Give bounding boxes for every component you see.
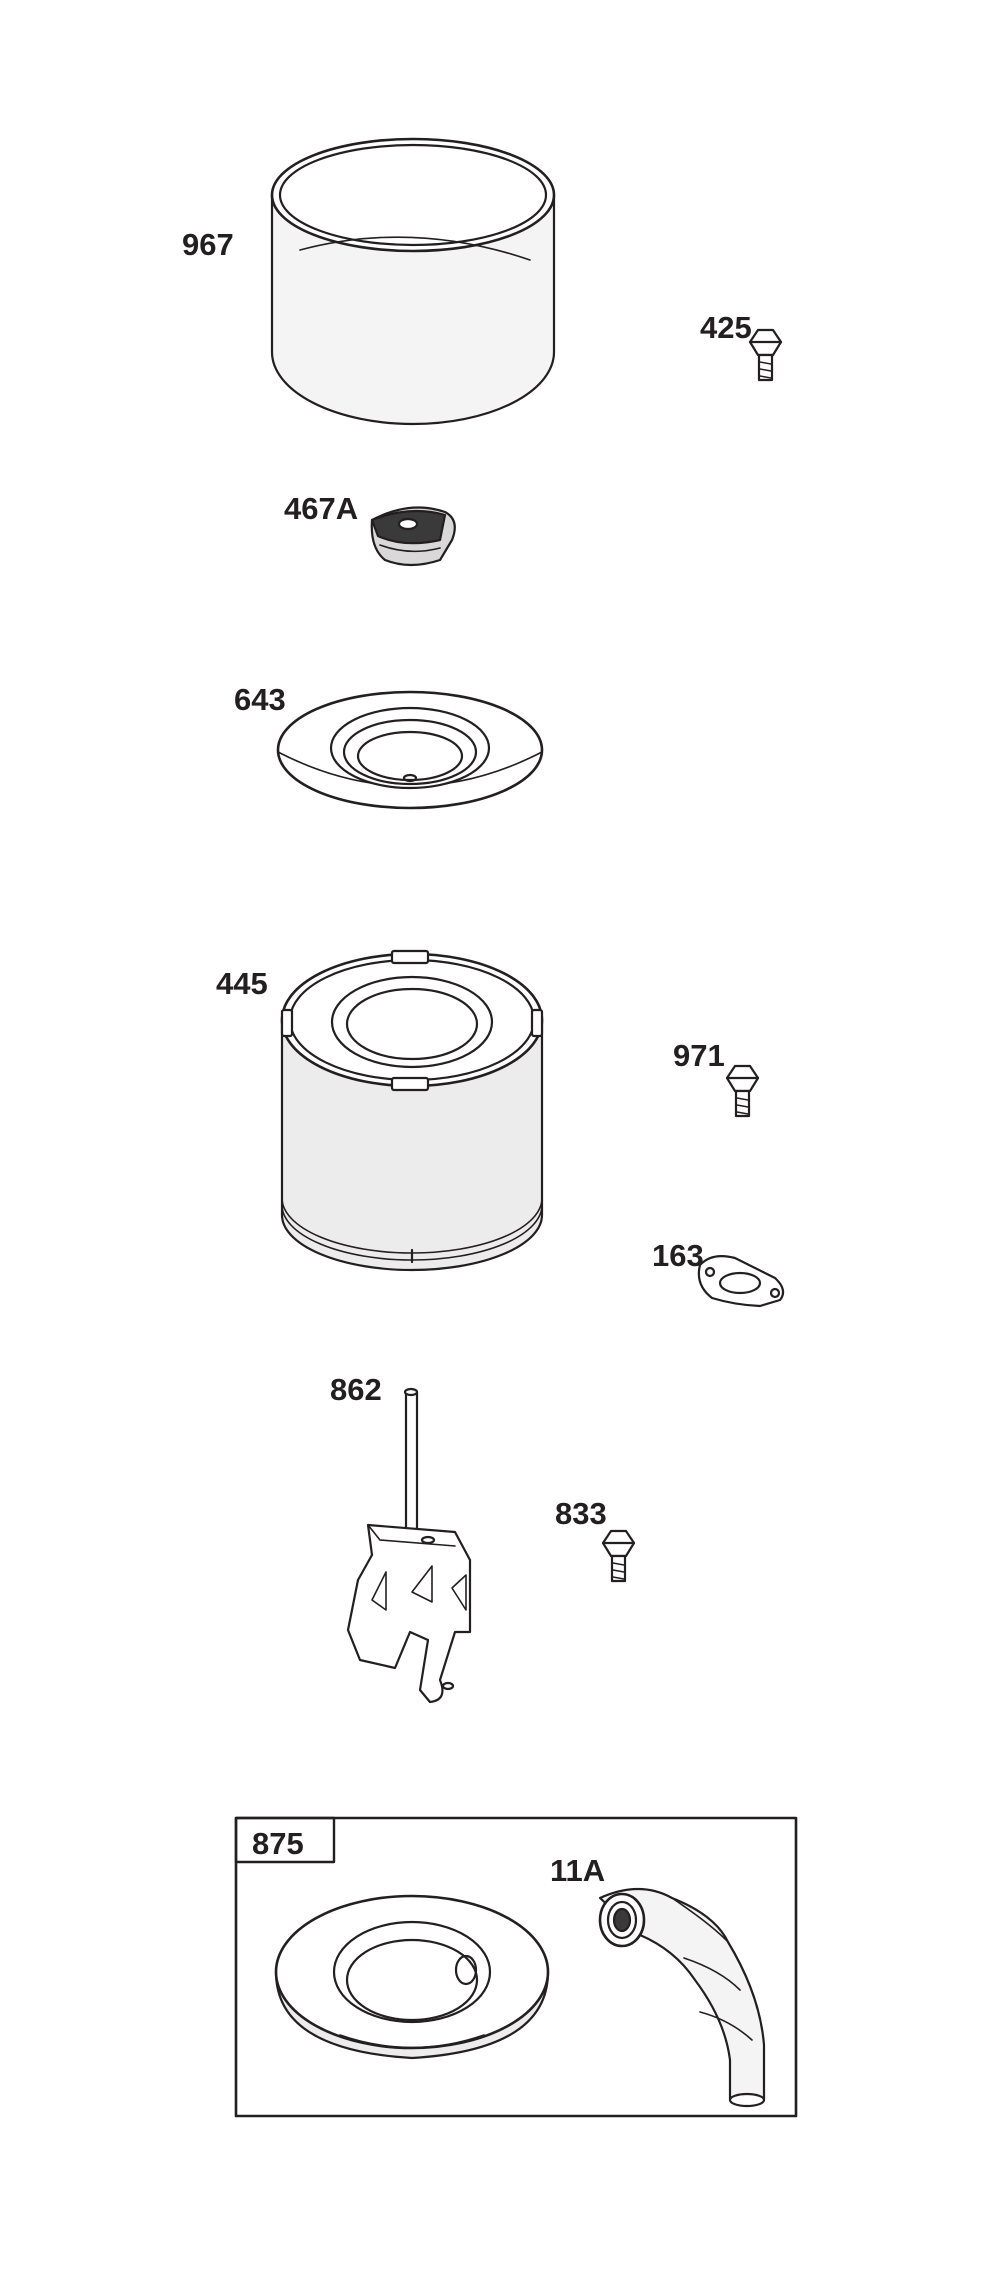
part-875-adapter[interactable] bbox=[274, 1894, 550, 2060]
part-163-gasket[interactable] bbox=[697, 1255, 785, 1308]
part-425-screw[interactable] bbox=[748, 328, 783, 382]
part-label-425: 425 bbox=[700, 310, 752, 345]
part-label-862: 862 bbox=[330, 1372, 382, 1407]
part-862-bracket[interactable] bbox=[346, 1387, 472, 1704]
part-833-screw[interactable] bbox=[601, 1529, 636, 1583]
part-label-445: 445 bbox=[216, 966, 268, 1001]
part-label-971: 971 bbox=[673, 1038, 725, 1073]
part-467A-knob[interactable] bbox=[370, 506, 456, 567]
part-445-filter[interactable] bbox=[280, 949, 544, 1272]
part-967-wrapper[interactable] bbox=[270, 137, 556, 426]
kit-875-box bbox=[234, 1816, 798, 2118]
part-label-643: 643 bbox=[234, 682, 286, 717]
part-11A-hose[interactable] bbox=[598, 1888, 766, 2108]
kit-label-875: 875 bbox=[252, 1826, 304, 1861]
part-label-467A: 467A bbox=[284, 491, 359, 526]
part-643-plate[interactable] bbox=[276, 690, 544, 810]
part-971-screw[interactable] bbox=[725, 1064, 760, 1118]
part-label-967: 967 bbox=[182, 227, 234, 262]
part-label-833: 833 bbox=[555, 1496, 607, 1531]
part-label-11A: 11A bbox=[550, 1853, 606, 1888]
part-label-163: 163 bbox=[652, 1238, 704, 1273]
